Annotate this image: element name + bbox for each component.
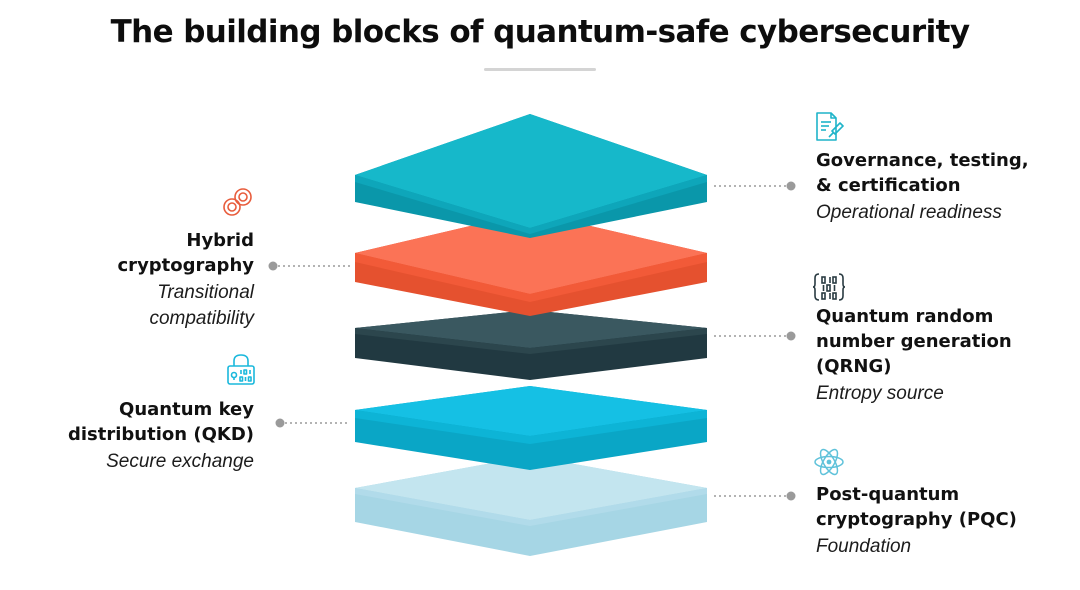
connector-pqc <box>714 492 796 501</box>
layer-name-line: Post-quantum <box>816 482 1056 507</box>
layer-name-line: cryptography <box>30 253 254 278</box>
connector-qrng <box>714 332 796 341</box>
layer-description: Foundation <box>816 534 1056 560</box>
layer-description: Entropy source <box>816 381 1056 407</box>
layer-name-line: Quantum random <box>816 304 1056 329</box>
layer-name-line: (QRNG) <box>816 354 1056 379</box>
connector-qkd <box>276 419 351 428</box>
layer-name: Quantum random number generation (QRNG) <box>816 304 1056 379</box>
binary-brackets-icon <box>812 270 846 304</box>
label-qkd: Quantum key distribution (QKD) Secure ex… <box>30 397 254 475</box>
layer-description: Transitional compatibility <box>30 280 254 332</box>
layer-qrng <box>355 310 707 380</box>
layer-name: Hybrid cryptography <box>30 228 254 278</box>
layer-name-line: distribution (QKD) <box>30 422 254 447</box>
label-hybrid: Hybrid cryptography Transitional compati… <box>30 228 254 332</box>
layer-name: Governance, testing, & certification <box>816 148 1056 198</box>
label-governance: Governance, testing, & certification Ope… <box>816 148 1056 226</box>
layer-name-line: cryptography (PQC) <box>816 507 1056 532</box>
layer-description-line: compatibility <box>30 306 254 332</box>
atom-icon <box>812 445 846 479</box>
layer-qkd <box>355 386 707 470</box>
layer-description: Operational readiness <box>816 200 1056 226</box>
layer-name-line: Hybrid <box>30 228 254 253</box>
layer-name-line: Quantum key <box>30 397 254 422</box>
linked-circles-icon <box>220 186 254 220</box>
connector-hybrid <box>269 262 351 271</box>
layer-name-line: & certification <box>816 173 1056 198</box>
layer-pqc <box>355 456 707 556</box>
certificate-icon <box>812 110 846 144</box>
layer-name-line: Governance, testing, <box>816 148 1056 173</box>
label-qrng: Quantum random number generation (QRNG) … <box>816 304 1056 407</box>
layer-description-line: Transitional <box>30 280 254 306</box>
connector-governance <box>714 182 796 191</box>
layer-name-line: number generation <box>816 329 1056 354</box>
layer-governance <box>355 114 707 238</box>
layer-name: Quantum key distribution (QKD) <box>30 397 254 447</box>
label-pqc: Post-quantum cryptography (PQC) Foundati… <box>816 482 1056 560</box>
layer-description: Secure exchange <box>30 449 254 475</box>
layer-name: Post-quantum cryptography (PQC) <box>816 482 1056 532</box>
binary-lock-icon <box>224 352 258 386</box>
